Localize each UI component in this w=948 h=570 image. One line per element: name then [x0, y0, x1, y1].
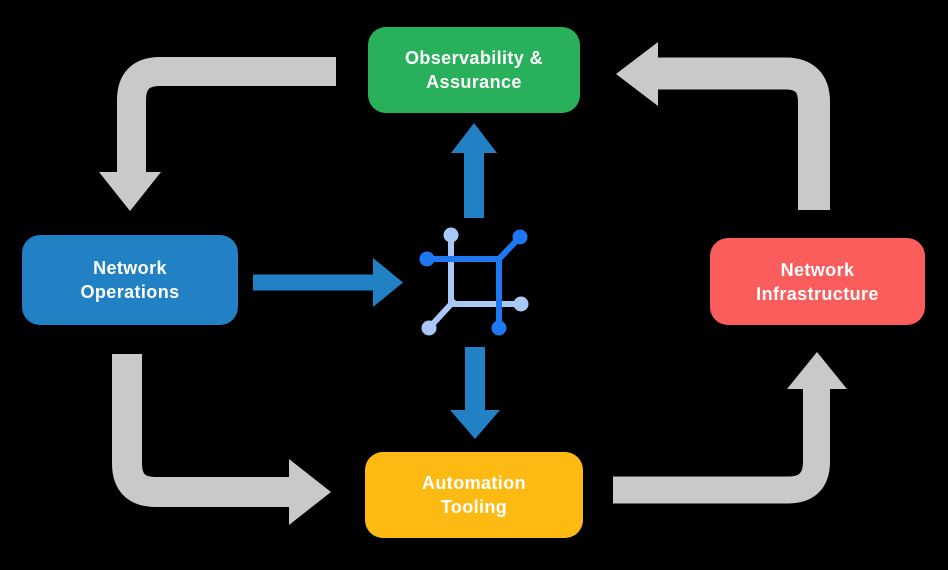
network-mesh-icon — [419, 227, 529, 336]
node-automation-tooling-label: Automation Tooling — [422, 473, 526, 517]
arrow-observability-to-operations — [99, 57, 336, 211]
arrow-operations-to-center — [253, 258, 403, 307]
node-automation-tooling: Automation Tooling — [365, 452, 583, 538]
node-network-operations-label: Network Operations — [80, 258, 180, 302]
node-network-operations: Network Operations — [22, 235, 238, 325]
arrow-operations-to-automation — [112, 354, 331, 525]
node-observability-assurance-label: Observability & Assurance — [404, 48, 544, 92]
arrow-center-to-automation — [450, 347, 500, 439]
node-observability-assurance: Observability & Assurance — [368, 27, 580, 113]
arrow-infrastructure-to-observability — [616, 42, 830, 210]
arrow-center-to-observability — [451, 123, 497, 218]
node-network-infrastructure-label: Network Infrastructure — [756, 259, 879, 304]
arrow-automation-to-infrastructure — [613, 352, 847, 504]
node-network-infrastructure: Network Infrastructure — [710, 238, 925, 325]
